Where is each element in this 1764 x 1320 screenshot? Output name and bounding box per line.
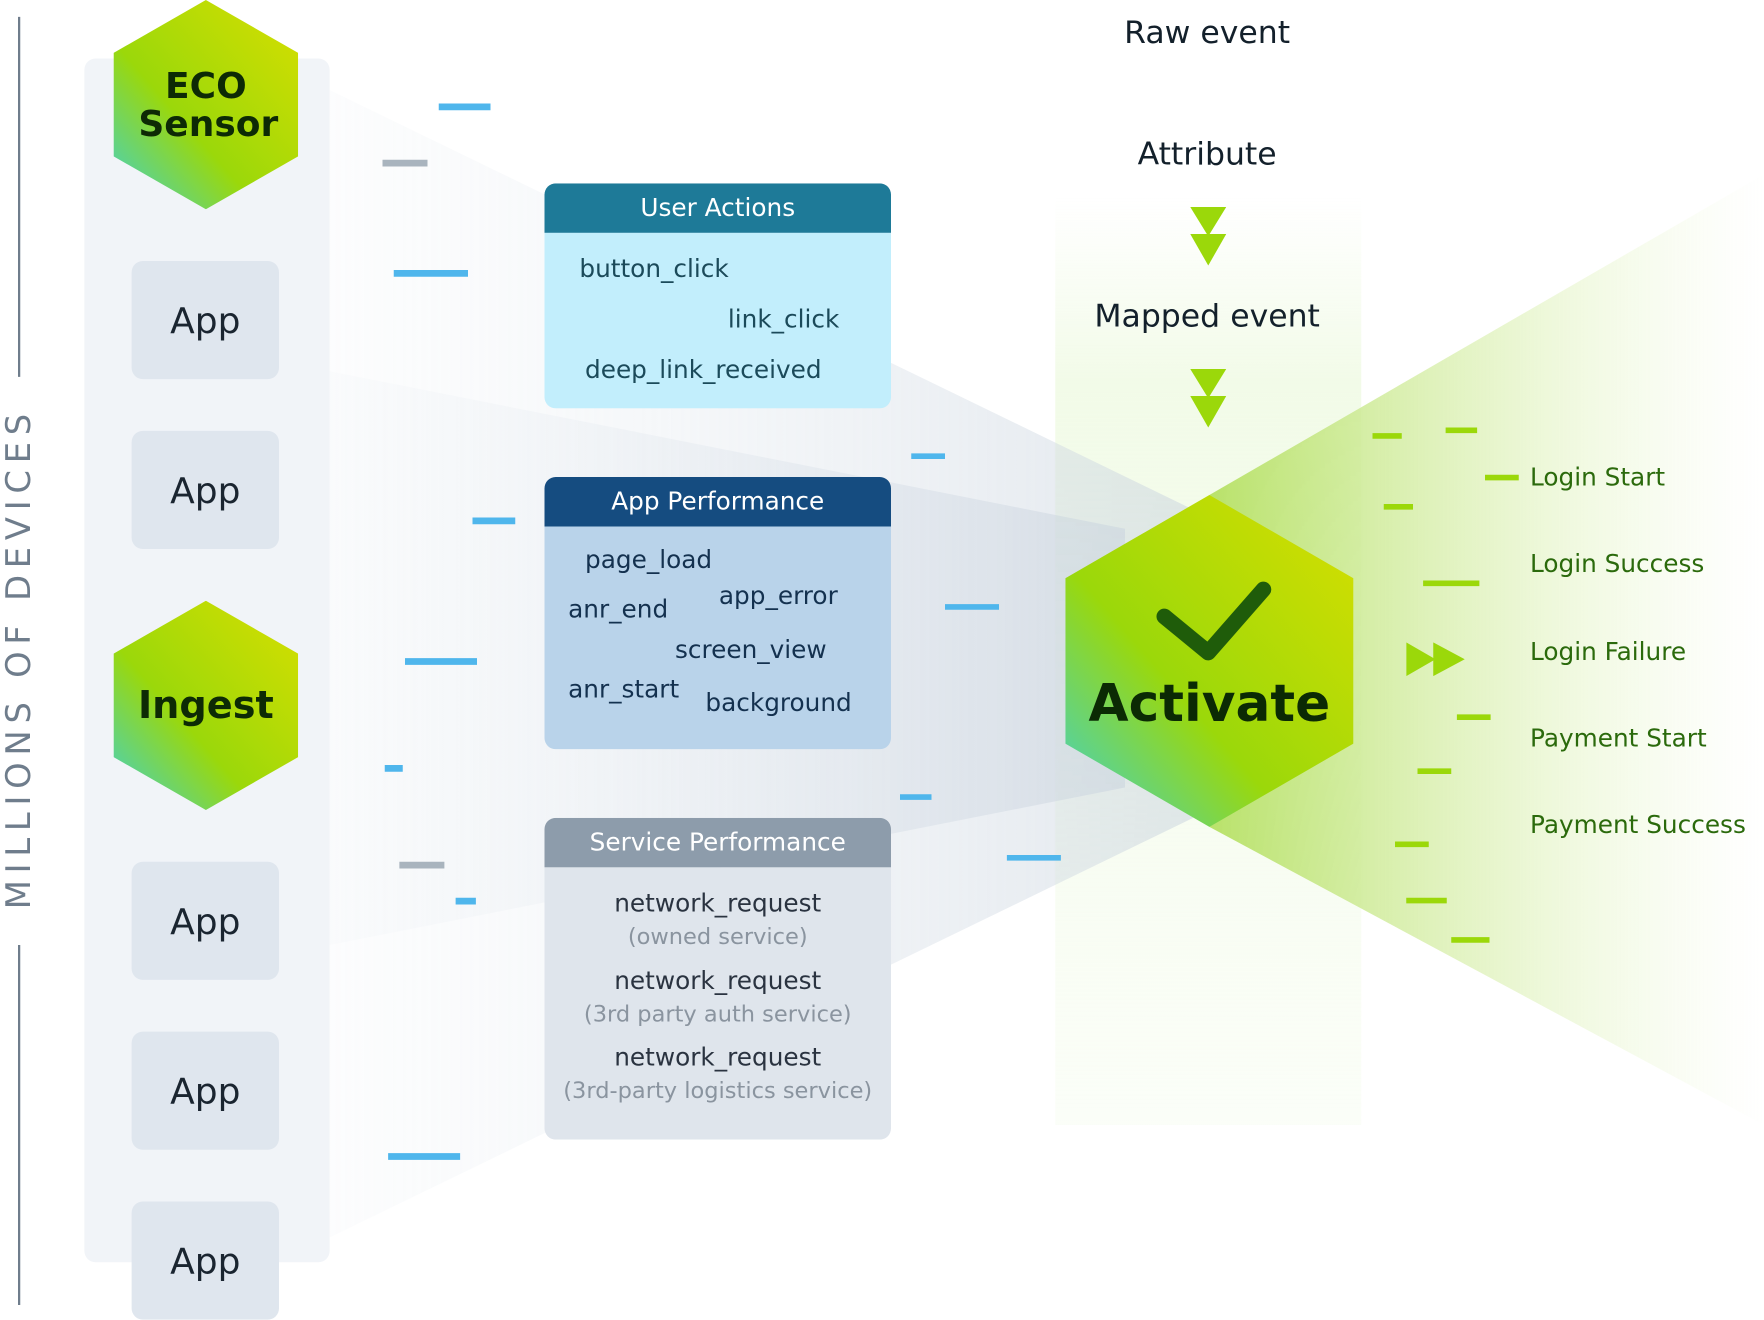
double-down-arrow-icon (1190, 207, 1227, 266)
millions-of-devices-label: MILLIONS OF DEVICES (0, 407, 39, 910)
output-login-failure: Login Failure (1530, 638, 1687, 667)
activate-label: Activate (1088, 672, 1331, 733)
event-anr-start: anr_start (568, 676, 680, 705)
app-node: App (131, 1201, 279, 1320)
service-performance-card: Service Performance network_request (own… (544, 817, 891, 1140)
event-screen-view: screen_view (675, 636, 827, 665)
event-network-request: network_request (614, 967, 822, 996)
event-page-load: page_load (585, 546, 713, 575)
app-performance-title: App Performance (544, 477, 891, 527)
ingest-label: Ingest (137, 682, 274, 728)
event-network-request: network_request (614, 889, 822, 918)
double-down-arrow-icon (1190, 369, 1227, 428)
ingest-hexagon: Ingest (113, 600, 299, 810)
activate-hexagon: Activate (1065, 495, 1354, 827)
attribute-label: Attribute (1137, 135, 1277, 173)
app-node: App (131, 430, 279, 549)
output-login-start: Login Start (1530, 464, 1666, 493)
checkmark-icon (1156, 581, 1272, 661)
event-link-click: link_click (727, 306, 840, 335)
output-payment-start: Payment Start (1530, 725, 1707, 754)
event-background: background (705, 689, 852, 718)
eco-sensor-label: ECO Sensor (138, 64, 279, 146)
axis-line-bottom (18, 945, 21, 1305)
raw-event-label: Raw event (1124, 13, 1291, 51)
event-network-request: network_request (614, 1044, 822, 1073)
axis-line-top (18, 16, 21, 377)
fast-forward-icon (1406, 642, 1465, 677)
event-button-click: button_click (579, 255, 729, 284)
mapped-event-label: Mapped event (1094, 297, 1320, 335)
output-payment-success: Payment Success (1530, 811, 1746, 840)
event-app-error: app_error (718, 582, 838, 611)
app-performance-card: App Performance page_load app_error anr_… (544, 477, 891, 750)
app-node: App (131, 261, 279, 380)
event-note: (3rd-party logistics service) (563, 1076, 873, 1104)
app-node: App (131, 1031, 279, 1150)
output-login-success: Login Success (1530, 550, 1705, 579)
data-streaks (382, 103, 1519, 1160)
event-deep-link-received: deep_link_received (585, 356, 822, 385)
event-note: (owned service) (627, 922, 808, 950)
eco-sensor-hexagon: ECO Sensor (113, 0, 299, 210)
service-performance-title: Service Performance (544, 817, 891, 868)
event-anr-end: anr_end (568, 596, 669, 625)
app-node: App (131, 861, 279, 980)
user-actions-title: User Actions (544, 183, 891, 233)
user-actions-card: User Actions button_click link_click dee… (544, 183, 891, 409)
event-note: (3rd party auth service) (583, 1000, 852, 1028)
